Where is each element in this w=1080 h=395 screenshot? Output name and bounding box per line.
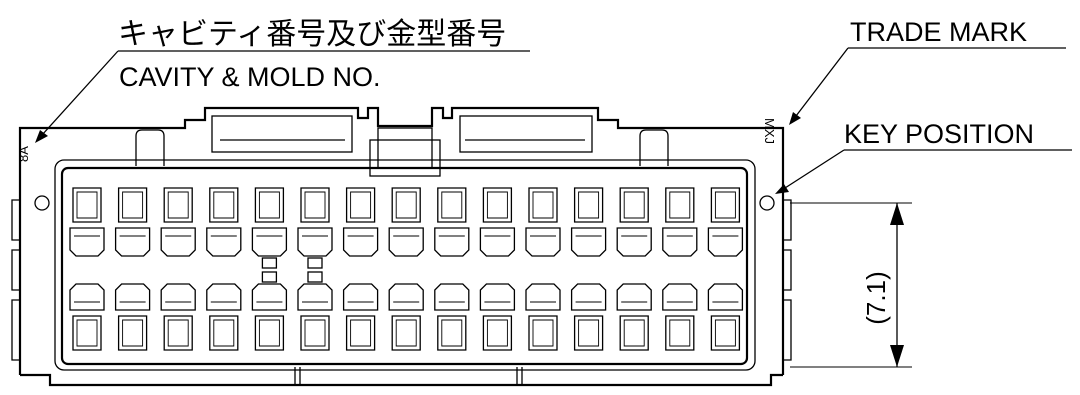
upper-cavity	[434, 187, 470, 257]
cavity-mold-callout-jp: キャビティ番号及び金型番号	[118, 17, 506, 52]
lower-cavity	[525, 283, 561, 351]
upper-cavity	[662, 187, 698, 257]
housing-outline	[11, 106, 792, 387]
upper-cavity	[297, 187, 333, 257]
lower-cavity	[707, 283, 744, 351]
lower-cavity	[114, 283, 151, 351]
trade-mark-callout: TRADE MARK	[850, 17, 1027, 47]
upper-cavity	[69, 187, 105, 257]
cavity-number-mark: 8A	[16, 146, 31, 162]
cavity-mold-callout-en: CAVITY & MOLD NO.	[119, 62, 381, 92]
upper-cavity	[479, 187, 516, 257]
lower-cavity	[160, 283, 196, 351]
dimension-7-1	[790, 202, 912, 368]
key-nub-lower	[307, 271, 323, 283]
key-nub-upper	[261, 257, 278, 269]
lower-cavity	[206, 283, 242, 351]
key-nub-lower	[261, 271, 278, 283]
key-position-callout: KEY POSITION	[844, 119, 1034, 149]
upper-cavity	[114, 187, 151, 257]
dimension-value-label: (7.1)	[861, 271, 891, 324]
lower-cavity	[570, 283, 607, 351]
upper-cavity	[616, 187, 652, 257]
lower-cavity	[69, 283, 105, 351]
leader-lines	[35, 47, 849, 194]
upper-cavity	[251, 187, 288, 257]
upper-cavity	[570, 187, 607, 257]
lower-cavity	[479, 283, 516, 351]
lower-cavity	[616, 283, 652, 351]
lower-cavity	[662, 283, 698, 351]
lower-cavity	[342, 283, 379, 351]
lower-cavity	[388, 283, 424, 351]
upper-cavity	[206, 187, 242, 257]
upper-cavity	[525, 187, 561, 257]
lower-cavity	[434, 283, 470, 351]
upper-cavity	[707, 187, 744, 257]
upper-cavity	[160, 187, 196, 257]
terminal-cavities	[69, 187, 744, 351]
trade-mark-stamp: MXJ	[762, 118, 777, 144]
upper-cavity	[342, 187, 379, 257]
lower-cavity	[251, 283, 288, 351]
lower-cavity	[297, 283, 333, 351]
upper-cavity	[388, 187, 424, 257]
key-nub-upper	[307, 257, 323, 269]
